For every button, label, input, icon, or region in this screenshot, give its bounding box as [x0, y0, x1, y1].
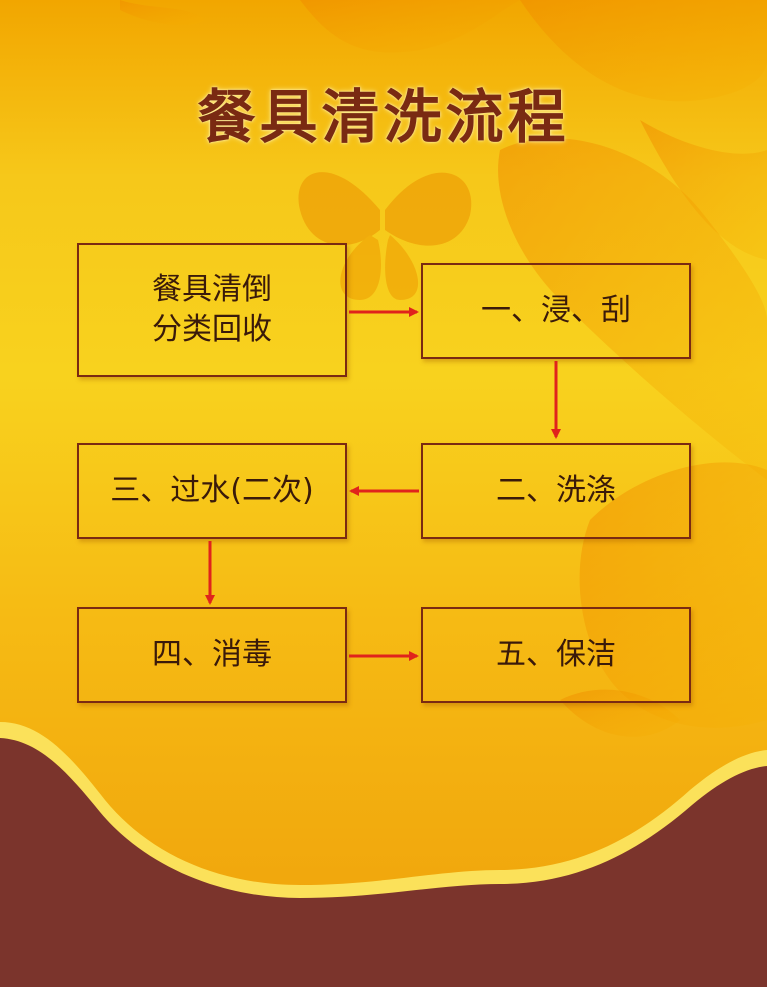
step-box-rinse: 三、过水(二次) — [77, 443, 347, 539]
step-box-collect: 餐具清倒 分类回收 — [77, 243, 347, 377]
petal-shape — [520, 0, 767, 102]
butterfly-shape — [298, 172, 472, 300]
step-box-keep-clean: 五、保洁 — [421, 607, 691, 703]
step-box-disinfect: 四、消毒 — [77, 607, 347, 703]
step-box-wash: 二、洗涤 — [421, 443, 691, 539]
petal-shape — [120, 0, 205, 26]
petal-shape — [300, 0, 520, 53]
petal-shape — [579, 462, 767, 728]
bottom-band — [0, 738, 767, 987]
page-title: 餐具清洗流程 — [197, 83, 570, 151]
petal-shape — [498, 138, 767, 481]
petal-shape — [640, 120, 767, 260]
step-box-soak-scrape: 一、浸、刮 — [421, 263, 691, 359]
